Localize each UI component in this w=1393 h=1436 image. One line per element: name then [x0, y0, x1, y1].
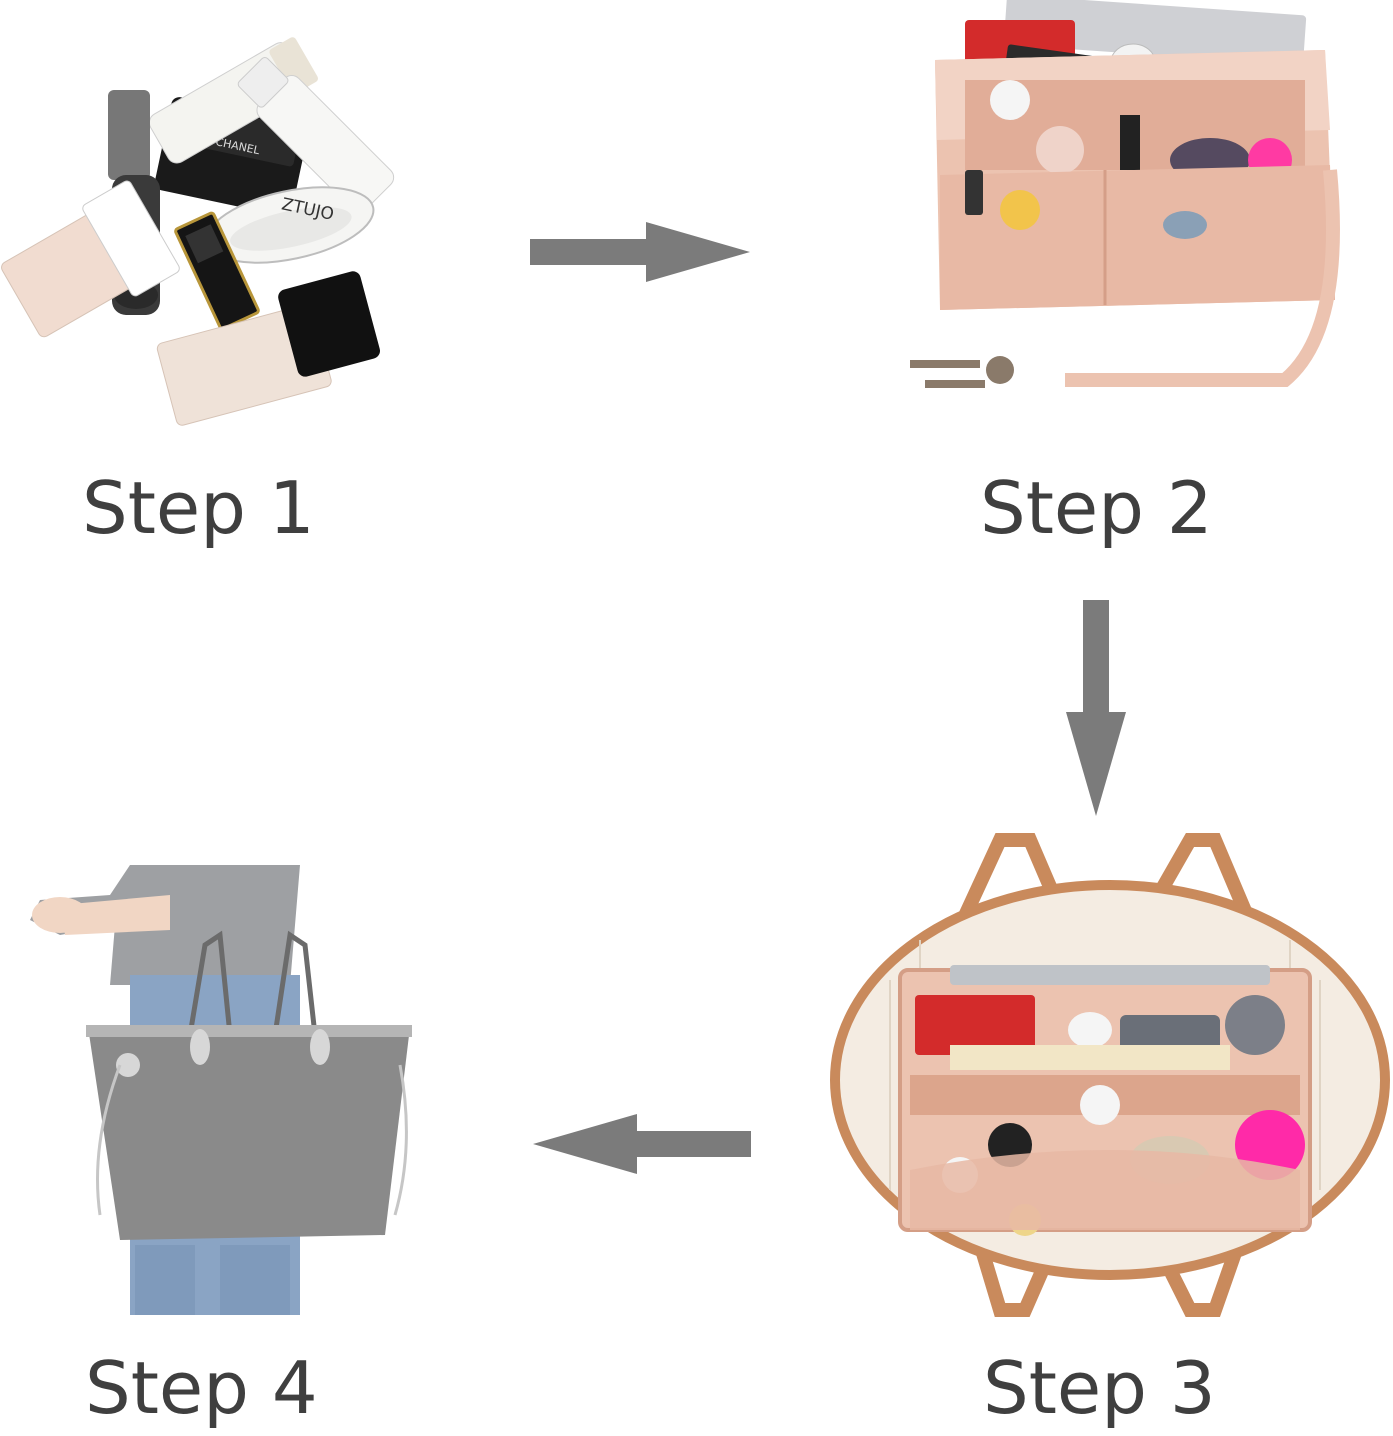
arrow-right-icon — [530, 222, 750, 282]
arrow-left-icon — [533, 1114, 751, 1174]
arrow-down-icon — [1066, 600, 1126, 816]
step-3-tote-organizer-image — [830, 833, 1390, 1317]
step-3-label: Step 3 — [983, 1346, 1216, 1430]
lotion-tube — [237, 56, 395, 213]
step-4-label: Step 4 — [85, 1346, 318, 1430]
step-1-label: Step 1 — [82, 466, 315, 550]
lipstick — [174, 211, 260, 331]
foundation-bottle-left — [1, 180, 180, 338]
headband — [205, 186, 375, 264]
step-1-cosmetics-image: CHANEL ZTUJO — [1, 37, 395, 426]
foundation-bottle-bottom — [156, 271, 380, 426]
step-2-organizer-image — [910, 0, 1340, 388]
step-4-person-tote-image — [30, 865, 412, 1315]
step-2-label: Step 2 — [980, 466, 1213, 550]
